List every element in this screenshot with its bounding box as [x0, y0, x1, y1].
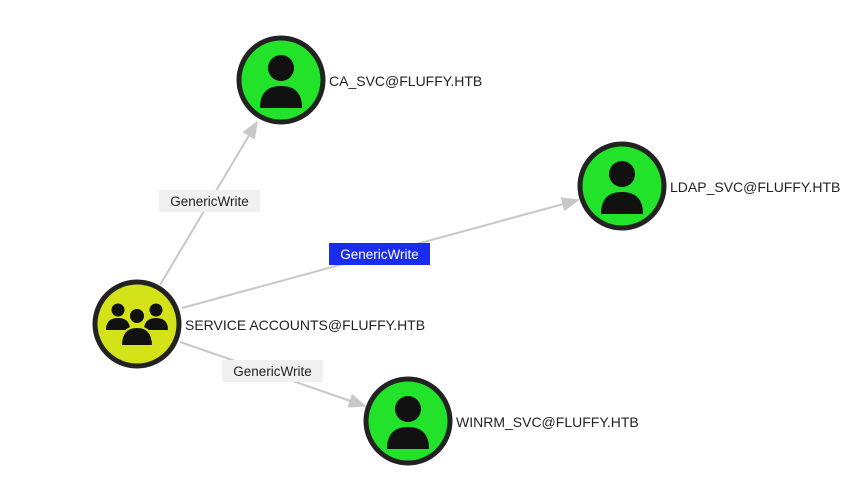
user-icon	[387, 396, 429, 449]
node-label: SERVICE ACCOUNTS@FLUFFY.HTB	[185, 317, 425, 333]
edge-label-background	[159, 190, 260, 212]
user-icon	[601, 161, 643, 214]
edge-label-background	[222, 360, 323, 382]
node-service-accounts[interactable]: SERVICE ACCOUNTS@FLUFFY.HTB	[92, 279, 425, 369]
node-label: CA_SVC@FLUFFY.HTB	[329, 73, 482, 89]
node-ca-svc[interactable]: CA_SVC@FLUFFY.HTB	[236, 35, 482, 125]
edge-label-background	[329, 243, 430, 265]
node-label: LDAP_SVC@FLUFFY.HTB	[670, 179, 840, 195]
node-label: WINRM_SVC@FLUFFY.HTB	[456, 414, 639, 430]
user-icon	[260, 55, 302, 108]
node-ldap-svc[interactable]: LDAP_SVC@FLUFFY.HTB	[577, 141, 840, 231]
edge-label[interactable]: GenericWrite	[159, 190, 260, 212]
edge-label-text: GenericWrite	[170, 194, 249, 209]
edge-label-text: GenericWrite	[233, 364, 312, 379]
edge-label[interactable]: GenericWrite	[329, 243, 430, 265]
edge-service-accounts-to-winrm-svc[interactable]: GenericWrite	[179, 341, 367, 408]
users-icon	[106, 303, 168, 347]
edge-label-text: GenericWrite	[340, 247, 419, 262]
edges-layer: GenericWrite GenericWrite GenericWrite	[159, 120, 580, 408]
nodes-layer: SERVICE ACCOUNTS@FLUFFY.HTB CA_SVC@FLUFF…	[92, 35, 840, 466]
edge-label[interactable]: GenericWrite	[222, 360, 323, 382]
node-winrm-svc[interactable]: WINRM_SVC@FLUFFY.HTB	[363, 376, 639, 466]
edge-service-accounts-to-ca-svc[interactable]: GenericWrite	[159, 120, 260, 286]
edge-service-accounts-to-ldap-svc[interactable]: GenericWrite	[181, 197, 580, 309]
